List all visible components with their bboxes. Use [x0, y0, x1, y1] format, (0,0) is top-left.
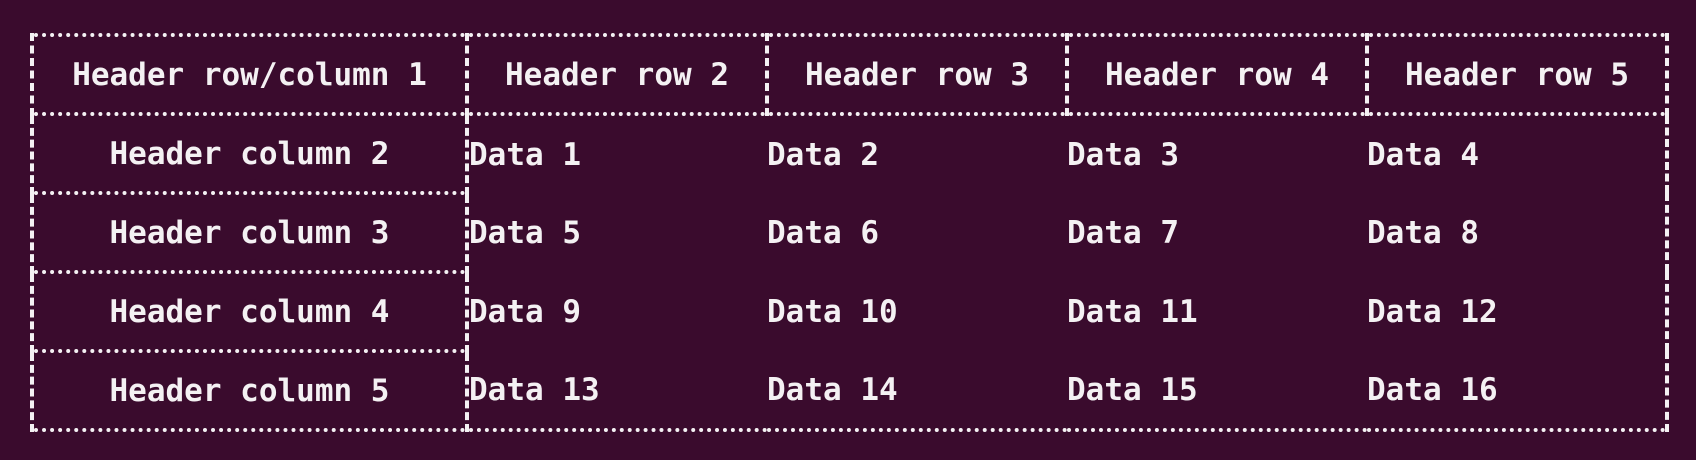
- column-header-cell: Header row 2: [465, 33, 769, 116]
- data-cell: Data 5: [469, 214, 581, 251]
- data-cell: Data 13: [469, 371, 600, 408]
- table-row: Header column 2 Data 1 Data 2 Data 3 Dat…: [30, 112, 1667, 195]
- column-header-cell: Header row 5: [1365, 33, 1669, 116]
- column-header-cell: Header row 3: [765, 33, 1069, 116]
- data-cell: Data 8: [1367, 214, 1479, 251]
- row-header-cell: Header column 2: [30, 112, 469, 195]
- corner-header-cell: Header row/column 1: [30, 33, 469, 116]
- table-row: Header column 4 Data 9 Data 10 Data 11 D…: [30, 270, 1667, 353]
- column-header-cell: Header row 4: [1065, 33, 1369, 116]
- table-row: Header column 3 Data 5 Data 6 Data 7 Dat…: [30, 191, 1667, 274]
- data-cell: Data 3: [1067, 136, 1179, 173]
- data-cell: Data 16: [1367, 371, 1498, 408]
- data-cell: Data 1: [469, 136, 581, 173]
- table-row: Header column 5 Data 13 Data 14 Data 15 …: [30, 349, 1667, 432]
- data-table: Header row/column 1 Header row 2 Header …: [30, 33, 1669, 432]
- row-header-cell: Header column 4: [30, 270, 469, 353]
- table-container: Header row/column 1 Header row 2 Header …: [30, 33, 1669, 432]
- data-cell: Data 10: [767, 293, 898, 330]
- data-cell: Data 14: [767, 371, 898, 408]
- row-header-cell: Header column 3: [30, 191, 469, 274]
- data-cell: Data 15: [1067, 371, 1198, 408]
- data-cell: Data 7: [1067, 214, 1179, 251]
- row-header-cell: Header column 5: [30, 349, 469, 432]
- data-cell: Data 4: [1367, 136, 1479, 173]
- data-cell: Data 12: [1367, 293, 1498, 330]
- data-cell: Data 6: [767, 214, 879, 251]
- data-cell: Data 9: [469, 293, 581, 330]
- header-row: Header row/column 1 Header row 2 Header …: [30, 33, 1669, 116]
- data-cell: Data 2: [767, 136, 879, 173]
- data-cell: Data 11: [1067, 293, 1198, 330]
